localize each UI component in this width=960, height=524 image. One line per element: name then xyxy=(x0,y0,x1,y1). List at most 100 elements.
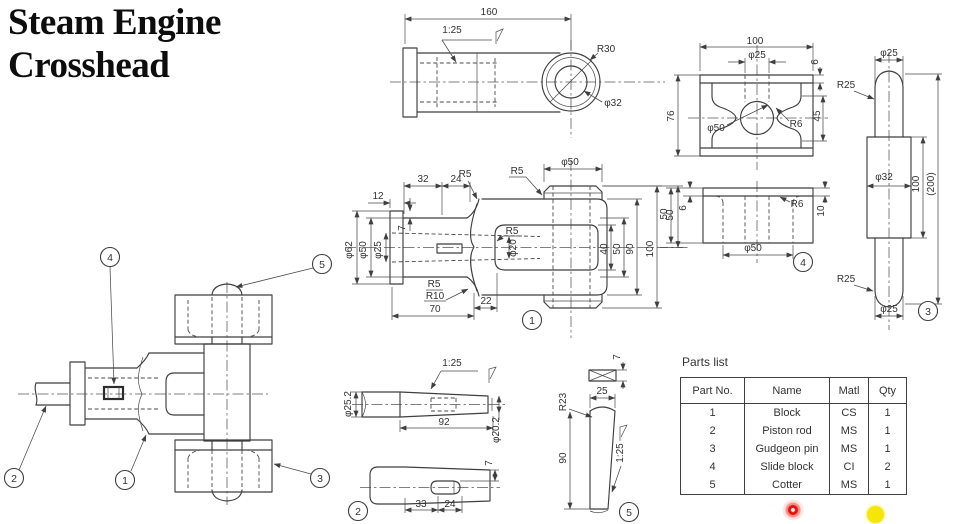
title-line-2: Crosshead xyxy=(8,44,170,86)
blk-r10: R10 xyxy=(426,291,445,302)
parts-list-title: Parts list xyxy=(682,355,729,369)
dim-sec-10: 10 xyxy=(816,205,827,217)
table-row: 5 Cotter MS 1 xyxy=(680,476,907,495)
balloon-5 xyxy=(618,501,640,523)
pin-d25-top: φ25 xyxy=(880,48,898,59)
cotter-detail-view: 7 25 R23 90 1:25 5 xyxy=(558,354,640,523)
laser-pointer-dot xyxy=(782,499,804,521)
balloon-1-label: 1 xyxy=(529,315,535,327)
col-qty: Qty xyxy=(868,377,907,404)
balloon-2-label: 2 xyxy=(355,506,361,518)
assembly-balloon-4-label: 4 xyxy=(107,252,113,264)
cell-name: Slide block xyxy=(744,458,830,476)
rod-92: 92 xyxy=(438,417,450,428)
cell-part-no: 5 xyxy=(680,476,745,495)
balloon-4 xyxy=(792,251,814,273)
cell-name: Gudgeon pin xyxy=(744,440,830,458)
rod-24: 24 xyxy=(444,499,456,510)
dim-sec-50: 50 xyxy=(659,208,670,220)
balloon-1 xyxy=(521,309,543,331)
blk-40: 40 xyxy=(599,243,610,255)
blk-12: 12 xyxy=(372,191,384,202)
cell-name: Block xyxy=(744,403,830,422)
blk-d25: φ25 xyxy=(373,241,384,259)
dim-taper: 1:25 xyxy=(442,25,462,36)
assembly-balloon-2-label: 2 xyxy=(11,473,17,485)
slide-block-section-view: 50 6 R6 10 φ50 4 xyxy=(659,181,830,273)
assembly-balloon-3 xyxy=(309,467,331,489)
parts-list-table: Part No. Name Matl Qty 1 Block CS 1 2 Pi… xyxy=(680,377,907,495)
cell-qty: 1 xyxy=(868,476,907,495)
dim-6: 6 xyxy=(810,59,821,65)
col-part-no: Part No. xyxy=(680,377,745,404)
blk-70: 70 xyxy=(429,304,441,315)
blk-100: 100 xyxy=(645,240,656,257)
dim-sec-d50: φ50 xyxy=(744,243,762,254)
cell-qty: 1 xyxy=(868,440,907,458)
table-row: 1 Block CS 1 xyxy=(680,403,907,422)
dim-sec-6: 6 xyxy=(678,205,689,211)
cell-qty: 1 xyxy=(868,403,907,422)
assembly-balloon-5-label: 5 xyxy=(319,259,325,271)
pin-100: 100 xyxy=(911,175,922,192)
cot-taper: 1:25 xyxy=(615,443,626,463)
table-row: 4 Slide block CI 2 xyxy=(680,458,907,476)
col-name: Name xyxy=(744,377,830,404)
balloon-3-label: 3 xyxy=(925,306,931,318)
assembly-balloon-5 xyxy=(311,253,333,275)
parts-list-header-row: Part No. Name Matl Qty xyxy=(680,377,907,404)
dim-d50: φ50 xyxy=(707,123,725,134)
cot-r23: R23 xyxy=(558,392,569,411)
pin-d25-bottom: φ25 xyxy=(880,304,898,315)
rod-d202: φ20.2 xyxy=(491,417,502,443)
blk-r5-slot: R5 xyxy=(506,226,519,237)
assembly-balloon-4 xyxy=(99,246,121,268)
cell-matl: CI xyxy=(829,458,869,476)
balloon-3 xyxy=(917,300,939,322)
title-line-1: Steam Engine xyxy=(8,2,221,43)
dim-r30: R30 xyxy=(597,44,616,55)
gudgeon-pin-view: φ25 R25 φ32 100 (200) R25 φ25 3 xyxy=(837,48,942,330)
assembly-balloon-2 xyxy=(3,467,25,489)
assembly-view: 4 5 2 1 3 xyxy=(3,246,333,505)
cell-part-no: 3 xyxy=(680,440,745,458)
dim-76: 76 xyxy=(666,110,677,122)
cell-qty: 1 xyxy=(868,422,907,440)
page-title: Steam Engine Crosshead xyxy=(8,2,221,88)
cell-name: Cotter xyxy=(744,476,830,495)
yellow-marker-dot xyxy=(867,506,884,523)
cot-90: 90 xyxy=(558,452,569,464)
block-detail-view: 12 32 24 R5 R5 φ50 7 φ62 φ50 φ25 R5 φ20 xyxy=(344,157,690,338)
pin-r25-bottom: R25 xyxy=(837,274,856,285)
assembly-balloon-3-label: 3 xyxy=(317,473,323,485)
crosshead-side-view: 160 1:25 R30 φ32 xyxy=(390,7,665,138)
pin-d32: φ32 xyxy=(875,172,893,183)
dim-r6: R6 xyxy=(790,119,803,130)
blk-24: 24 xyxy=(450,174,462,185)
blk-r5-bot: R5 xyxy=(428,279,441,290)
piston-rod-detail-view: 1:25 φ25.2 92 φ20.2 7 33 24 2 xyxy=(343,358,505,522)
cell-matl: MS xyxy=(829,440,869,458)
rod-33: 33 xyxy=(415,499,427,510)
blk-r5-boss: R5 xyxy=(511,166,524,177)
balloon-2 xyxy=(347,500,369,522)
blk-d62: φ62 xyxy=(344,241,355,259)
blk-r5-top: R5 xyxy=(459,169,472,180)
dim-sec-r6: R6 xyxy=(791,199,804,210)
slide-block-front-view: 100 φ25 6 76 45 φ50 R6 xyxy=(666,36,828,170)
blk-90: 90 xyxy=(625,243,636,255)
pin-r25-top: R25 xyxy=(837,80,856,91)
col-matl: Matl xyxy=(829,377,869,404)
dim-45: 45 xyxy=(812,110,823,122)
blk-50r: 50 xyxy=(665,209,676,221)
blk-50: 50 xyxy=(612,243,623,255)
table-row: 2 Piston rod MS 1 xyxy=(680,422,907,440)
dim-d25: φ25 xyxy=(748,50,766,61)
dim-d32: φ32 xyxy=(604,98,622,109)
table-row: 3 Gudgeon pin MS 1 xyxy=(680,440,907,458)
cell-qty: 2 xyxy=(868,458,907,476)
balloon-4-label: 4 xyxy=(800,257,806,269)
cell-matl: MS xyxy=(829,476,869,495)
balloon-5-label: 5 xyxy=(626,507,632,519)
